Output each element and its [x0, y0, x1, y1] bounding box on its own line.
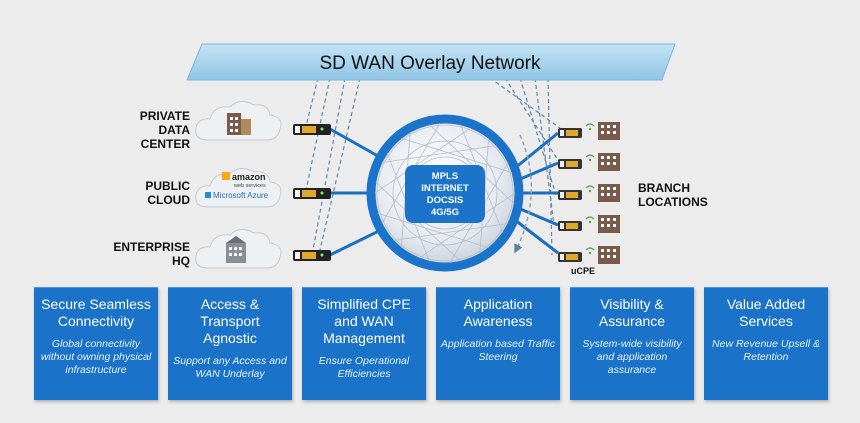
- card-subtitle: New Revenue Upsell & Retention: [712, 338, 820, 363]
- card-subtitle: Ensure Operational Efficiencies: [318, 355, 410, 380]
- card-visibility-assurance: Visibility & Assurance System-wide visib…: [570, 287, 694, 400]
- card-title: Application Awareness: [463, 296, 533, 329]
- core-line: 4G/5G: [431, 207, 459, 218]
- cloud-providers-icon: amazon web services Microsoft Azure: [205, 172, 269, 200]
- cpe-device-icon: [293, 250, 331, 261]
- sd-wan-banner: SD WAN Overlay Network: [186, 43, 676, 81]
- card-secure-connectivity: Secure Seamless Connectivity Global conn…: [34, 287, 158, 400]
- core-line: DOCSIS: [427, 195, 463, 206]
- banner-title: SD WAN Overlay Network: [320, 53, 541, 74]
- card-value-added-services: Value Added Services New Revenue Upsell …: [704, 287, 828, 400]
- aws-logo: web services: [233, 183, 266, 189]
- card-subtitle: Global connectivity without owning physi…: [40, 338, 152, 376]
- card-subtitle: System-wide visibility and application a…: [582, 338, 682, 376]
- card-title: Secure Seamless Connectivity: [41, 296, 151, 329]
- card-title: Value Added Services: [726, 296, 806, 329]
- card-title: Visibility & Assurance: [598, 296, 666, 329]
- card-application-awareness: Application Awareness Application based …: [436, 287, 560, 400]
- card-title: Access & Transport Agnostic: [200, 296, 260, 346]
- label-enterprise-hq: ENTERPRISE HQ: [113, 240, 190, 268]
- label-public-cloud: PUBLIC CLOUD: [145, 179, 190, 207]
- amazon-logo: amazon: [232, 172, 266, 182]
- azure-logo: Microsoft Azure: [213, 191, 269, 200]
- ucpe-label: uCPE: [571, 266, 595, 276]
- core-label-box: [405, 165, 485, 223]
- failover-arrow: [514, 134, 533, 254]
- card-access-agnostic: Access & Transport Agnostic Support any …: [168, 287, 292, 400]
- branch-site-icon: [558, 215, 620, 233]
- branch-site-icon: [558, 246, 620, 264]
- building-icon: [227, 113, 251, 135]
- label-branch-locations: BRANCH LOCATIONS: [638, 181, 708, 209]
- underlay-connectors: [329, 127, 559, 257]
- card-subtitle: Support any Access and WAN Underlay: [173, 355, 287, 380]
- building-icon: [226, 236, 246, 263]
- branch-site-icon: [558, 184, 620, 202]
- card-title: Simplified CPE and WAN Management: [317, 296, 411, 346]
- cpe-device-icon: [293, 124, 331, 135]
- core-line: INTERNET: [421, 183, 469, 194]
- card-subtitle: Application based Traffic Steering: [440, 338, 556, 363]
- label-private-data-center: PRIVATE DATA CENTER: [139, 109, 190, 151]
- core-line: MPLS: [432, 171, 458, 182]
- branch-site-icon: [558, 122, 620, 140]
- cpe-device-icon: [293, 188, 331, 199]
- left-cloud-public: [195, 168, 282, 208]
- branch-site-icon: [558, 153, 620, 171]
- card-simplified-cpe: Simplified CPE and WAN Management Ensure…: [302, 287, 426, 400]
